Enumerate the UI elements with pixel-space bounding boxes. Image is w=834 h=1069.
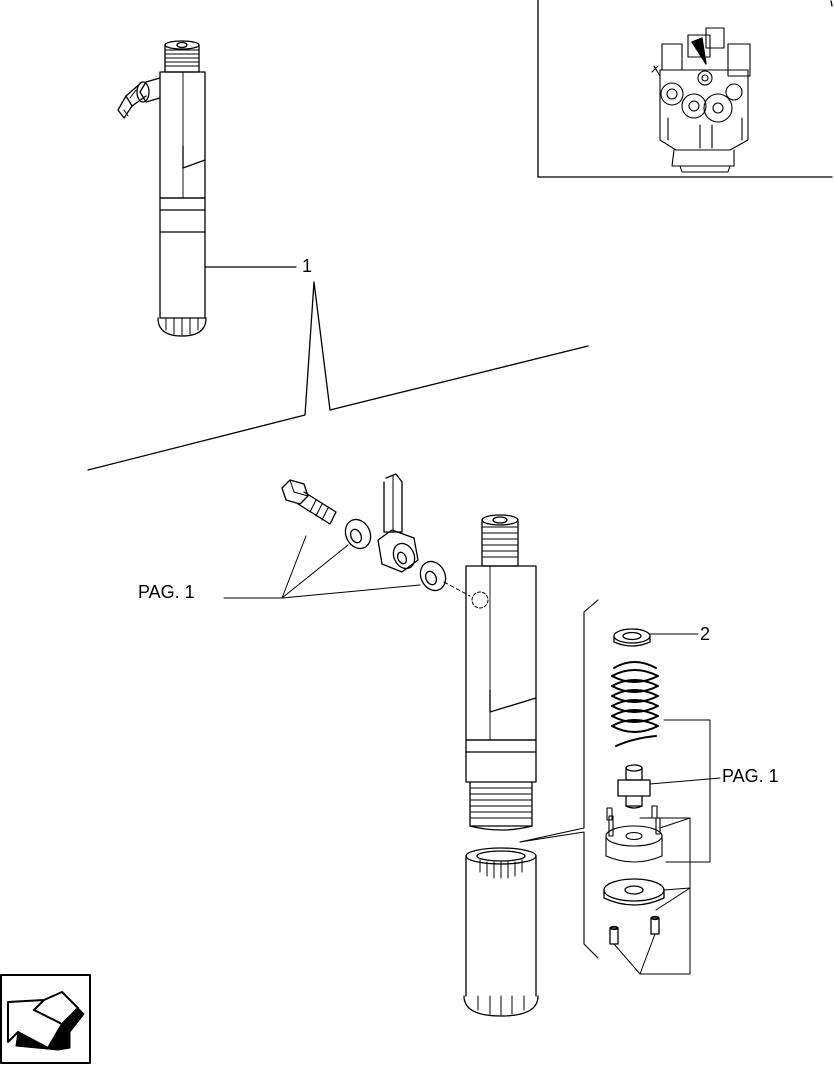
bolt-and-washers bbox=[223, 473, 471, 599]
internal-parts-exploded bbox=[519, 599, 721, 975]
callout-1: 1 bbox=[302, 256, 312, 276]
engine-locator-icon bbox=[537, 0, 833, 178]
callout-pag1-right: PAG. 1 bbox=[722, 766, 779, 786]
callout-pag1-left: PAG. 1 bbox=[138, 582, 195, 602]
back-arrow-icon[interactable] bbox=[0, 974, 91, 1064]
injector-body-exploded bbox=[463, 514, 539, 1017]
break-line bbox=[87, 281, 589, 471]
injector-assembled bbox=[117, 40, 297, 337]
callout-2: 2 bbox=[700, 624, 710, 644]
